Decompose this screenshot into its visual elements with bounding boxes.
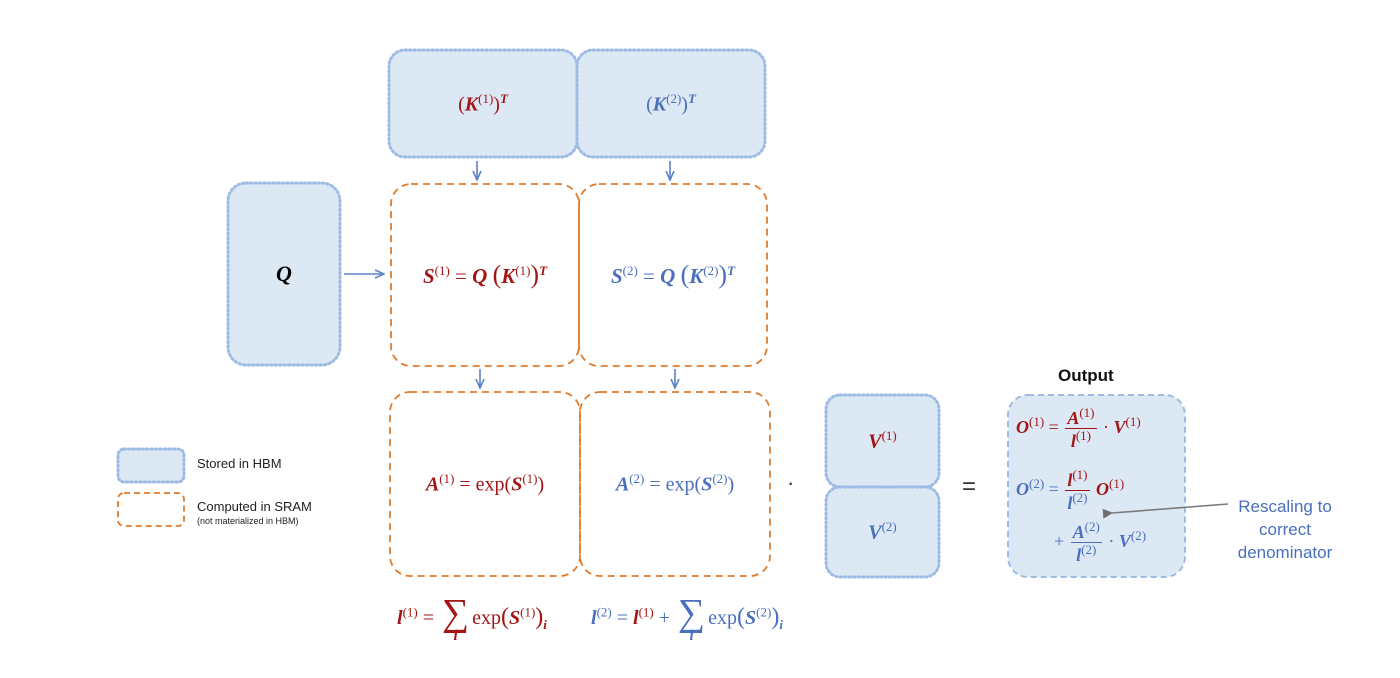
rescaling-annotation: Rescaling to correct denominator [1237,497,1333,562]
s2-formula: S(2) = Q (K(2))T [610,260,736,289]
q-block [226,181,342,367]
a2-block [579,391,771,577]
dot-operator: · [787,470,795,495]
legend-sram-swatch [117,492,185,527]
a2-formula: A(2) = exp(S(2)) [615,471,735,496]
v1-label: V(1) [868,428,897,453]
k2-transpose-block [575,48,767,159]
legend-sram-note: (not materialized in HBM) [197,516,299,526]
equals-operator: = [962,473,977,500]
legend-hbm-swatch [116,447,186,484]
s2-block [578,183,768,367]
annotation-arrow [1102,503,1229,519]
output-title: Output [1058,366,1114,385]
legend-hbm-label: Stored in HBM [197,456,282,471]
v2-label: V(2) [868,519,897,544]
legend-sram-label: Computed in SRAM [197,499,312,514]
a1-formula: A(1) = exp(S(1)) [425,471,545,496]
v2-block [824,485,941,579]
k2-transpose-label: (K(2))T [646,90,696,116]
o1-formula: O(1) = A(1)l(1) · V(1) [1016,405,1141,451]
output-block [1007,394,1186,578]
q-label: Q [276,261,292,286]
s1-block [390,183,580,367]
a1-block [389,391,581,577]
o2-formula-continued: + A(2)l(2) · V(2) [1054,519,1147,565]
k1-transpose-label: (K(1))T [458,90,508,116]
s1-formula: S(1) = Q (K(1))T [422,260,548,289]
o2-formula: O(2) = l(1)l(2) O(1) [1016,467,1125,513]
